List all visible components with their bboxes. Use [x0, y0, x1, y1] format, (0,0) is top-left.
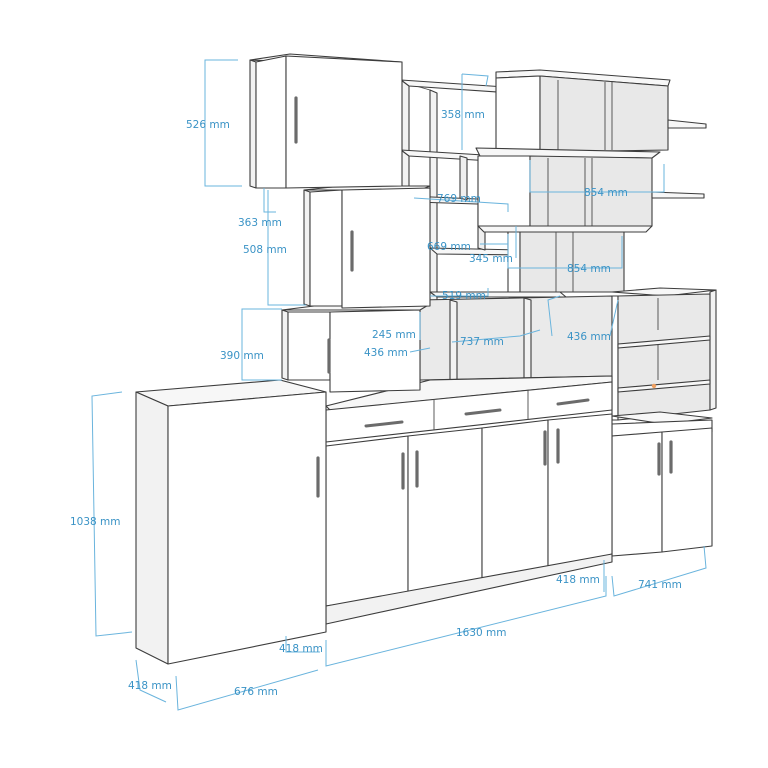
shelf-pin-marker: [651, 383, 657, 389]
side-base-cabinet: [611, 411, 713, 557]
drawer-handle: [364, 420, 404, 428]
dim-shelf-245: 245 mm: [372, 329, 416, 341]
dim-shelf-669: 669 mm: [427, 241, 471, 253]
dim-low-cabinet-height: 390 mm: [220, 350, 264, 362]
dim-363: 363 mm: [238, 217, 282, 229]
dim-shelf-519: 519 mm: [442, 290, 486, 302]
dim-tall-depth: 418 mm: [128, 680, 172, 692]
dim-shelf-737: 737 mm: [460, 336, 504, 348]
dim-shelf-436-b: 436 mm: [567, 331, 611, 343]
dim-mid-cabinet-height: 508 mm: [243, 244, 287, 256]
top-wall-cabinet: [249, 53, 403, 189]
drawer-handle: [556, 398, 590, 406]
dim-side-base-width: 741 mm: [638, 579, 682, 591]
dim-shelf-345: 345 mm: [469, 253, 513, 265]
dim-box-854-mid: 854 mm: [567, 263, 611, 275]
drawer-handle: [464, 408, 502, 416]
dim-tall-width: 676 mm: [234, 686, 278, 698]
open-box-lower-right: [507, 231, 625, 293]
dimension-lines: [91, 59, 707, 711]
dimension-labels: 526 mm 363 mm 508 mm 390 mm 1038 mm 418 …: [70, 109, 682, 698]
open-box-top-right: [475, 69, 707, 159]
dim-base-width: 1630 mm: [456, 627, 507, 639]
dim-shelf-436-a: 436 mm: [364, 347, 408, 359]
mid-wall-cabinet: [303, 185, 431, 309]
dim-tall-cabinet-height: 1038 mm: [70, 516, 121, 528]
dim-base-depth: 418 mm: [279, 643, 323, 655]
main-base-cabinet: [325, 375, 613, 625]
side-shelf-unit: [611, 287, 717, 421]
dim-shelf-769: 769 mm: [437, 193, 481, 205]
dim-top-cabinet-height: 526 mm: [186, 119, 230, 131]
dim-box-854-top: 854 mm: [584, 187, 628, 199]
dim-shelf-358: 358 mm: [441, 109, 485, 121]
tall-cabinet: [135, 379, 327, 665]
dim-side-base-depth: 418 mm: [556, 574, 600, 586]
